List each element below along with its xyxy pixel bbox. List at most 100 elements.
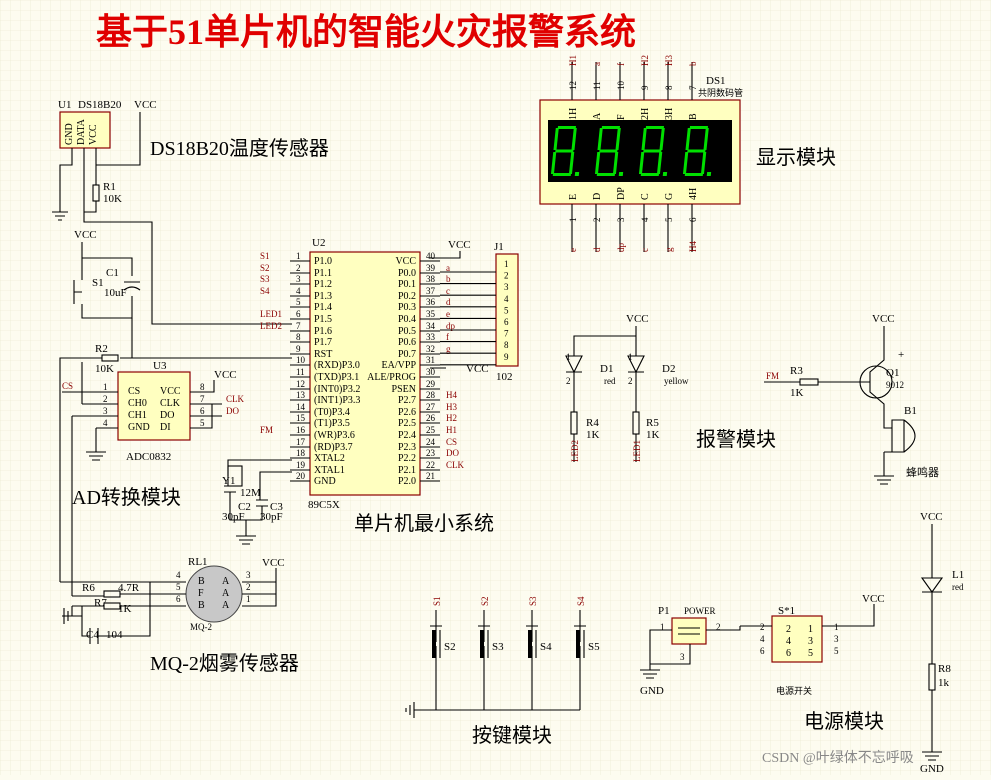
b1-part: 蜂鸣器 — [906, 465, 939, 479]
mcu-left-pin-num: 16 — [296, 425, 306, 435]
ds1-segment-d — [552, 173, 572, 176]
mcu-left-pin-label: (WR)P3.6 — [314, 430, 355, 441]
mcu-left-pin-num: 9 — [296, 344, 301, 354]
mcu-left-pin-num: 19 — [296, 460, 306, 470]
j1-pin-num: 6 — [504, 317, 509, 327]
u3-right-pins: VCC CLK DO DI 8 7 6 5 — [160, 382, 205, 433]
p1-ref: P1 — [658, 605, 670, 617]
ds1-segment-d — [640, 173, 660, 176]
mcu-left-pin-num: 15 — [296, 413, 306, 423]
vcc-u3: VCC — [214, 369, 237, 381]
mcu-right-net-label: f — [446, 332, 449, 342]
mcu-left-pin-label: RST — [314, 349, 332, 360]
gnd-l1: GND — [920, 763, 944, 775]
ds1-top-net: H1 — [568, 55, 578, 66]
c1-ref: C1 — [106, 267, 119, 279]
ds1-segment-g — [599, 149, 618, 153]
p1-body — [671, 617, 707, 645]
mcu-left-pin-num: 18 — [296, 448, 306, 458]
ds1-segment-b — [571, 128, 577, 150]
c3-ref: C3 — [270, 501, 283, 513]
u3-pin: GND — [128, 422, 150, 433]
r5-value: 1K — [646, 429, 660, 441]
ds1-segment-e — [682, 152, 689, 174]
vcc-switch: VCC — [862, 593, 885, 605]
mcu-left-net-label: LED2 — [260, 321, 282, 331]
c4-ref: C4 — [86, 629, 99, 641]
module-label-ad: AD转换模块 — [72, 486, 181, 509]
rl1-pin-num: 3 — [246, 570, 251, 580]
r4-ref: R4 — [586, 417, 599, 429]
vcc-reset: VCC — [74, 229, 97, 241]
key-switch-plunger — [576, 630, 580, 658]
mcu-right-pin-label: P2.2 — [398, 453, 416, 464]
alarm-leds: VCC D1 red D2 yellow 1 2 1 2 R4 1K R5 1K… — [565, 313, 689, 462]
sw-pin: 3 — [808, 636, 813, 647]
l1-ref: L1 — [952, 569, 964, 581]
sw-pin: 2 — [786, 624, 791, 635]
ds1-top-label: 1H — [568, 108, 579, 120]
mcu-left-pin-label: (TXD)P3.1 — [314, 372, 359, 383]
module-label-temp: DS18B20温度传感器 — [150, 137, 329, 160]
sw-pin: 4 — [786, 636, 791, 647]
ds1-top-net: a — [592, 62, 602, 66]
y1-ref: Y1 — [222, 475, 235, 487]
u3-body — [117, 371, 191, 441]
mcu-left-pin-label: (T1)P3.5 — [314, 418, 350, 429]
mcu-left-net-label: S2 — [260, 263, 270, 273]
ds1-bottom-pin-num: 1 — [568, 218, 578, 223]
rl1-pin: A — [222, 588, 230, 599]
sw-pin-num: 4 — [760, 634, 765, 644]
key-switch-plunger — [480, 630, 484, 658]
ds1-digit — [594, 126, 624, 176]
ds1-segment-dp — [662, 172, 668, 176]
mcu-right-pin-label: P2.4 — [398, 430, 416, 441]
j1-pin-num: 9 — [504, 352, 509, 362]
mcu-right-net-label: g — [446, 344, 451, 354]
sw-pin: 5 — [808, 648, 813, 659]
u3-pin-num: 4 — [103, 418, 108, 428]
ds1-bottom-pin-num: 6 — [688, 217, 698, 222]
mcu-left-net-label: FM — [260, 425, 273, 435]
mcu-right-net-label: H2 — [446, 413, 457, 423]
r5-ref: R5 — [646, 417, 659, 429]
mcu-left-pin-label: P1.7 — [314, 337, 332, 348]
j1-pin-num: 4 — [504, 294, 509, 304]
j1-pin-num: 1 — [504, 259, 509, 269]
r4-value: 1K — [586, 429, 600, 441]
ds1-segment-b — [615, 128, 621, 150]
ds1-bottom-pin-num: 4 — [640, 217, 650, 222]
mcu-right-net-label: b — [446, 274, 451, 284]
ds1-segment-g — [687, 149, 706, 153]
mcu-right-pin-label: P0.0 — [398, 268, 416, 279]
d2-pin1: 1 — [628, 352, 633, 362]
vcc-mq2: VCC — [262, 557, 285, 569]
mcu-left-pin-label: P1.2 — [314, 279, 332, 290]
rl1-ref: RL1 — [188, 556, 208, 568]
ds1-top-pin-num: 10 — [616, 81, 626, 91]
c4-value: 104 — [106, 629, 123, 641]
d2-color: yellow — [664, 376, 689, 386]
mcu-right-pin-num: 24 — [426, 437, 436, 447]
vcc-u2: VCC — [448, 239, 471, 251]
mcu-left-pin-label: (RD)P3.7 — [314, 442, 353, 453]
page-title: 基于51单片机的智能火灾报警系统 — [96, 12, 636, 52]
key-ref: S5 — [588, 641, 600, 653]
u3-ref: U3 — [153, 360, 167, 372]
net-do-u3: DO — [226, 406, 239, 416]
mcu-right-net-label: H4 — [446, 390, 457, 400]
net-cs-u3: CS — [62, 381, 73, 391]
net-clk-u3: CLK — [226, 394, 245, 404]
mcu-right-net-label: CS — [446, 437, 457, 447]
r7-value: 1K — [118, 603, 132, 615]
u2-body — [309, 251, 421, 496]
mcu-right-pin-num: 39 — [426, 263, 436, 273]
mcu-right-pin-label: P2.5 — [398, 418, 416, 429]
net-led2: LED2 — [570, 440, 580, 462]
ds1-segment-b — [703, 128, 709, 150]
sw-ref: S*1 — [778, 605, 795, 617]
mcu-left-net-label: LED1 — [260, 309, 282, 319]
u3-pin-num: 8 — [200, 382, 205, 392]
u1-pin-gnd: GND — [64, 123, 75, 145]
l1-color: red — [952, 582, 964, 592]
